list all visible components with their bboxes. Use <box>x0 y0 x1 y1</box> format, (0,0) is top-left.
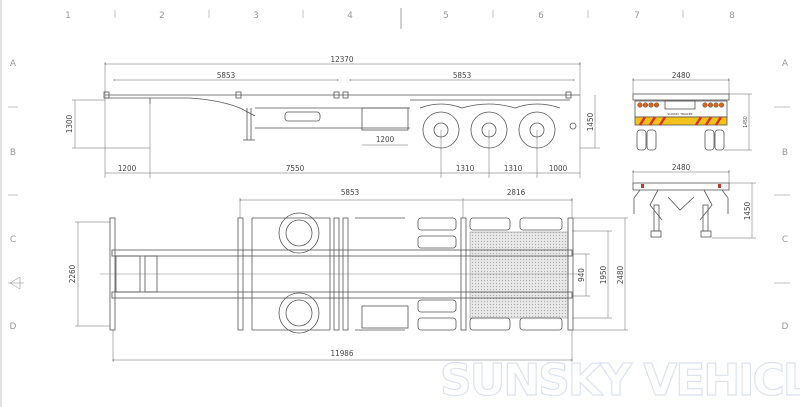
grid-row-d-right: D <box>782 322 789 332</box>
rear-lamps <box>637 102 725 108</box>
dim-front-width: 2260 <box>68 264 77 283</box>
dim-container-rear: 5853 <box>453 71 471 80</box>
rear-deck-plate <box>469 231 569 319</box>
top-view: 5853 2816 2260 11986 940 1950 2480 <box>68 188 628 362</box>
side-view: 12370 5853 5853 1300 1450 1200 1200 7550… <box>65 55 600 178</box>
side-chassis <box>103 91 580 141</box>
dim-rear-height: 1450 <box>743 116 749 128</box>
front-view: 2480 1450 <box>632 163 756 239</box>
dim-overall-width: 2480 <box>616 265 625 284</box>
dim-container-front: 5853 <box>217 71 235 80</box>
dim-coupling-height: 1300 <box>65 114 74 133</box>
grid-row-b: B <box>10 148 16 158</box>
dim-top-rear-section: 2816 <box>507 188 526 197</box>
grid-row-b-right: B <box>782 148 788 158</box>
grid-row-d: D <box>10 322 17 332</box>
dim-toolbox: 1200 <box>376 135 395 144</box>
grid-row-c: C <box>10 235 16 245</box>
watermark: SUNSKY VEHICLE <box>440 355 800 406</box>
dim-deck-height: 1450 <box>586 112 595 131</box>
grid-col-6: 6 <box>538 11 544 21</box>
dim-track-width: 1950 <box>599 265 608 284</box>
rear-plate-text: SUNSKY TRAILER <box>667 112 692 116</box>
dim-top-container-span: 5853 <box>341 188 359 197</box>
grid-row-a: A <box>10 59 17 69</box>
dim-front-width: 2480 <box>672 163 691 172</box>
dim-front-height: 1450 <box>743 201 752 220</box>
rear-view: SUNSKY TRAILER 2480 1450 <box>632 71 752 151</box>
grid-row-a-right: A <box>782 59 789 69</box>
side-wheels <box>422 111 577 149</box>
dim-kingpin-axle: 7550 <box>286 164 305 173</box>
dim-inner-width: 940 <box>577 268 586 282</box>
dim-overall-length: 12370 <box>331 55 354 64</box>
dim-rear-width: 2480 <box>672 71 691 80</box>
dim-rear-overhang: 1000 <box>549 164 568 173</box>
grid-col-7: 7 <box>634 11 640 21</box>
dim-front-overhang: 1200 <box>118 164 137 173</box>
grid-col-4: 4 <box>347 11 353 21</box>
dim-axle-spacing-2: 1310 <box>504 164 523 173</box>
grid-col-1: 1 <box>65 11 71 21</box>
grid-col-5: 5 <box>443 11 449 21</box>
dim-axle-spacing-1: 1310 <box>456 164 475 173</box>
dim-top-overall-length: 11986 <box>331 349 354 358</box>
grid-col-8: 8 <box>729 11 735 21</box>
top-tires <box>417 217 563 331</box>
grid-row-c-right: C <box>782 235 788 245</box>
grid-col-3: 3 <box>253 11 259 21</box>
grid-col-2: 2 <box>159 11 165 21</box>
